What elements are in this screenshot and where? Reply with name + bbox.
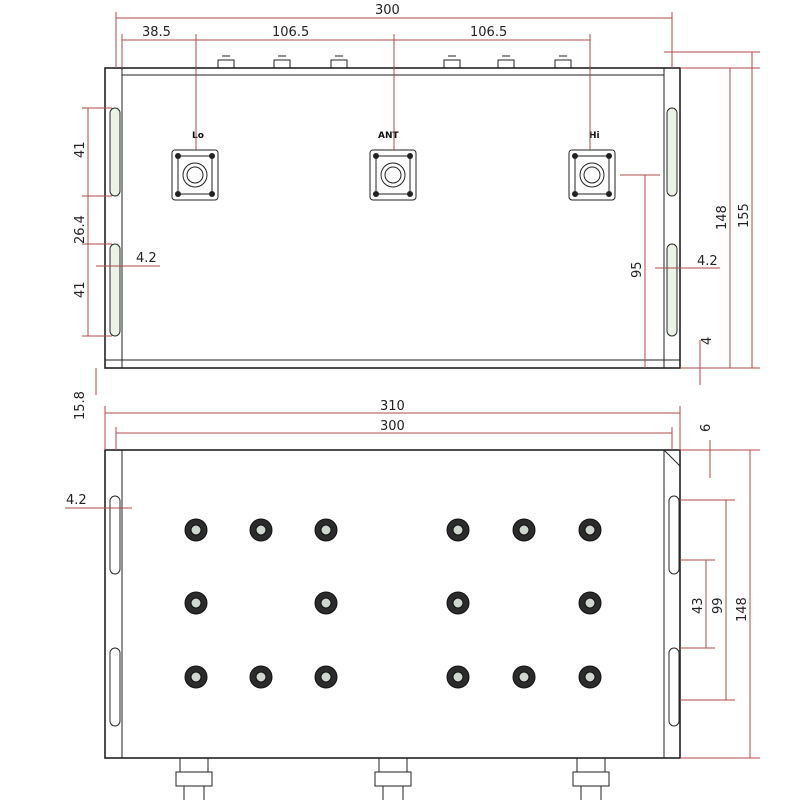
dim-spacing-106-5-b: 106.5 [470,25,507,40]
tuning-hole [314,518,338,542]
tuning-hole [249,665,273,689]
dim-overall-width-300: 300 [375,3,400,18]
bottom-right-dimensions [680,440,760,759]
left-slot-upper [109,107,121,197]
dim-offset-38-5: 38.5 [142,25,171,40]
tuning-screw [217,55,235,69]
dim-bottom-height-148: 148 [735,597,750,622]
dim-bottom-overall-310: 310 [380,399,405,414]
port-label-hi: Hi [589,131,600,141]
dim-height-148: 148 [715,205,730,230]
tuning-screws-top [217,55,572,69]
right-height-dimensions [620,51,760,385]
dim-slot-upper-41: 41 [73,141,88,158]
bottom-connector-lo [175,757,213,800]
bottom-connector-ant [374,757,412,800]
dim-bottom-offset-15-8: 15.8 [73,391,88,420]
dim-bottom-slot-width: 4.2 [66,493,87,508]
tuning-hole [578,591,602,615]
port-label-ant: ANT [378,131,399,141]
tuning-hole [512,518,536,542]
tuning-screw [330,55,348,69]
tuning-screw [273,55,291,69]
bottom-view: 310 300 148 99 43 6 4.2 [65,399,760,800]
dim-spacing-106-5-a: 106.5 [272,25,309,40]
tuning-hole [512,665,536,689]
tuning-hole [184,518,208,542]
tuning-hole [446,665,470,689]
dim-slot-lower-41: 41 [73,281,88,298]
bottom-left-slot-upper [109,495,121,575]
dim-port-height-95: 95 [630,261,645,278]
top-housing-outline [104,67,681,369]
tuning-screw [443,55,461,69]
right-slot-upper [666,107,678,197]
tuning-screw [497,55,515,69]
tuning-hole [446,518,470,542]
dim-slot-gap-26-4: 26.4 [73,215,88,244]
tuning-hole [184,665,208,689]
connector-lo [171,149,219,201]
dim-base-thickness-4: 4 [700,337,715,345]
bottom-width-dimensions [104,406,681,450]
right-slot-lower [666,243,678,337]
tuning-hole [578,665,602,689]
dim-hole-span-99: 99 [711,597,726,614]
dim-top-offset-6: 6 [699,424,714,432]
tuning-screw [554,55,572,69]
tuning-hole [446,591,470,615]
bottom-connector-hi [572,757,610,800]
connector-ant [369,149,417,201]
tuning-hole [314,591,338,615]
tuning-hole [249,518,273,542]
top-dimensions [115,12,673,150]
bottom-right-slot-upper [668,495,680,575]
left-slot-dimensions [82,107,160,395]
dim-slot-width-left: 4.2 [136,251,157,266]
tuning-hole [578,518,602,542]
bottom-left-slot-lower [109,647,121,727]
left-slot-lower [109,243,121,337]
tuning-hole [184,591,208,615]
dim-slot-width-right: 4.2 [697,254,718,269]
dim-bottom-inner-300: 300 [380,419,405,434]
tuning-hole-grid [184,518,602,689]
bottom-right-slot-lower [668,647,680,727]
connector-hi [568,149,616,201]
dim-hole-pitch-43: 43 [691,597,706,614]
top-view: Lo ANT Hi 300 38.5 106.5 106.5 [73,3,760,420]
port-label-lo: Lo [192,131,204,141]
dim-height-155: 155 [737,203,752,228]
tuning-hole [314,665,338,689]
